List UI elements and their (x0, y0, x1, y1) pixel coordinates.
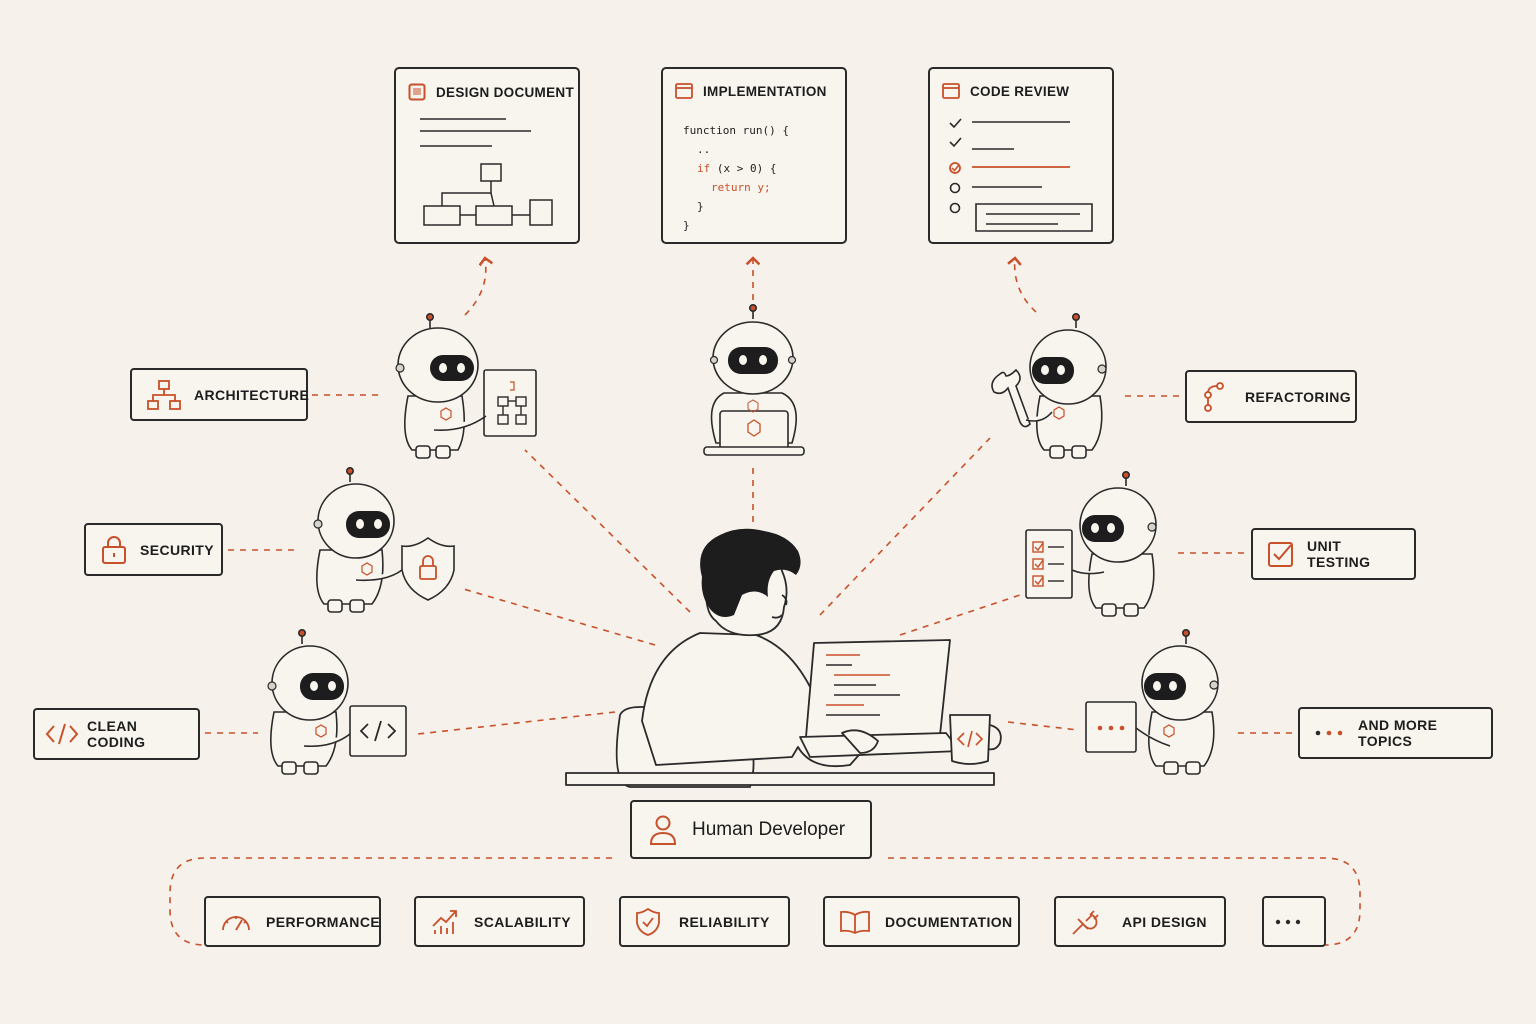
code-review-card: CODE REVIEW (928, 67, 1114, 244)
code-line-2: .. (697, 143, 711, 156)
topic-refactoring[interactable]: REFACTORING (1185, 370, 1357, 423)
line-dev-clean-coding (417, 711, 616, 735)
topic-architecture-label: ARCHITECTURE (194, 386, 310, 403)
topic-clean-coding[interactable]: CLEAN CODING (33, 708, 200, 760)
topic-reliability-label: RELIABILITY (679, 913, 770, 930)
code-line-4: return y; (711, 181, 771, 194)
line-dev-security (459, 587, 656, 646)
human-developer-illustration (565, 528, 1002, 788)
human-developer-text: Human Developer (692, 818, 846, 840)
topic-more-button[interactable] (1262, 896, 1326, 947)
document-icon (408, 83, 426, 101)
ellipsis-icon (1315, 730, 1343, 736)
checkbox-icon (1268, 542, 1293, 567)
line-dev-more-topics (1007, 721, 1079, 731)
code-line-5: } (697, 200, 704, 213)
topic-reliability[interactable]: RELIABILITY (619, 896, 790, 947)
topic-api-design[interactable]: API DESIGN (1054, 896, 1226, 947)
implementation-card: IMPLEMENTATION function run() {.. if (x >… (661, 67, 847, 244)
robot-more (1085, 628, 1219, 775)
gauge-icon (222, 915, 250, 930)
topic-unit-testing[interactable]: UNIT TESTING (1251, 528, 1416, 580)
topic-unit-testing-label: UNIT TESTING (1307, 538, 1371, 570)
branch-icon (1204, 381, 1224, 412)
laptop-base (799, 732, 961, 758)
robot-security (313, 466, 455, 613)
shield-check-icon (636, 907, 660, 936)
line-dev-architecture (524, 449, 691, 613)
bottom-bracket-right (888, 857, 1361, 946)
topic-security[interactable]: SECURITY (84, 523, 223, 576)
topic-performance[interactable]: PERFORMANCE (204, 896, 381, 947)
topic-documentation-label: DOCUMENTATION (885, 913, 1013, 930)
human-developer-label[interactable]: Human Developer (630, 800, 872, 859)
book-icon (840, 910, 870, 934)
window-icon (675, 83, 693, 99)
topic-clean-coding-label: CLEAN CODING (87, 718, 146, 750)
line-dev-unit-testing (899, 594, 1021, 636)
line-dev-refactoring (819, 437, 991, 616)
robot-tester (1025, 470, 1157, 617)
topic-and-more-label: AND MORE TOPICS (1358, 717, 1438, 749)
code-line-1: function run() { (683, 124, 789, 137)
implementation-title: IMPLEMENTATION (703, 83, 827, 99)
hair (700, 528, 801, 617)
design-document-card: DESIGN DOCUMENT (394, 67, 580, 244)
robot-clean-coder (267, 628, 407, 775)
architecture-icon (147, 379, 181, 410)
topic-performance-label: PERFORMANCE (266, 913, 381, 930)
robot-refactorer (991, 312, 1107, 459)
code-brackets-icon (45, 723, 79, 745)
desk (565, 772, 995, 786)
person-icon (649, 815, 677, 845)
plug-icon (1072, 909, 1099, 935)
code-line-6: } (683, 219, 690, 232)
robot-implementer (703, 303, 805, 456)
topic-refactoring-label: REFACTORING (1245, 388, 1352, 405)
ellipsis-icon (1275, 919, 1301, 924)
code-line-3: if (x > 0) { (697, 162, 777, 175)
topic-architecture[interactable]: ARCHITECTURE (130, 368, 310, 421)
topic-scalability[interactable]: SCALABILITY (414, 896, 585, 947)
code-review-title: CODE REVIEW (970, 83, 1070, 99)
arrow-to-code-review (1007, 256, 1037, 313)
design-document-title: DESIGN DOCUMENT (436, 84, 575, 100)
bottom-bracket (169, 857, 612, 946)
topic-api-design-label: API DESIGN (1122, 913, 1207, 930)
arrow-to-design-document (464, 256, 494, 316)
topic-scalability-label: SCALABILITY (474, 913, 571, 930)
window-icon (942, 83, 960, 99)
code-snippet: function run() {.. if (x > 0) { return y;}… (683, 121, 789, 235)
topic-and-more[interactable]: AND MORE TOPICS (1298, 707, 1493, 759)
lock-icon (102, 535, 126, 564)
review-checklist (949, 118, 1093, 232)
robot-architect (395, 312, 537, 459)
flowchart-sketch (420, 118, 553, 226)
topic-security-label: SECURITY (140, 541, 214, 558)
hand (841, 729, 879, 754)
growth-chart-icon (432, 909, 457, 934)
topic-documentation[interactable]: DOCUMENTATION (823, 896, 1020, 947)
